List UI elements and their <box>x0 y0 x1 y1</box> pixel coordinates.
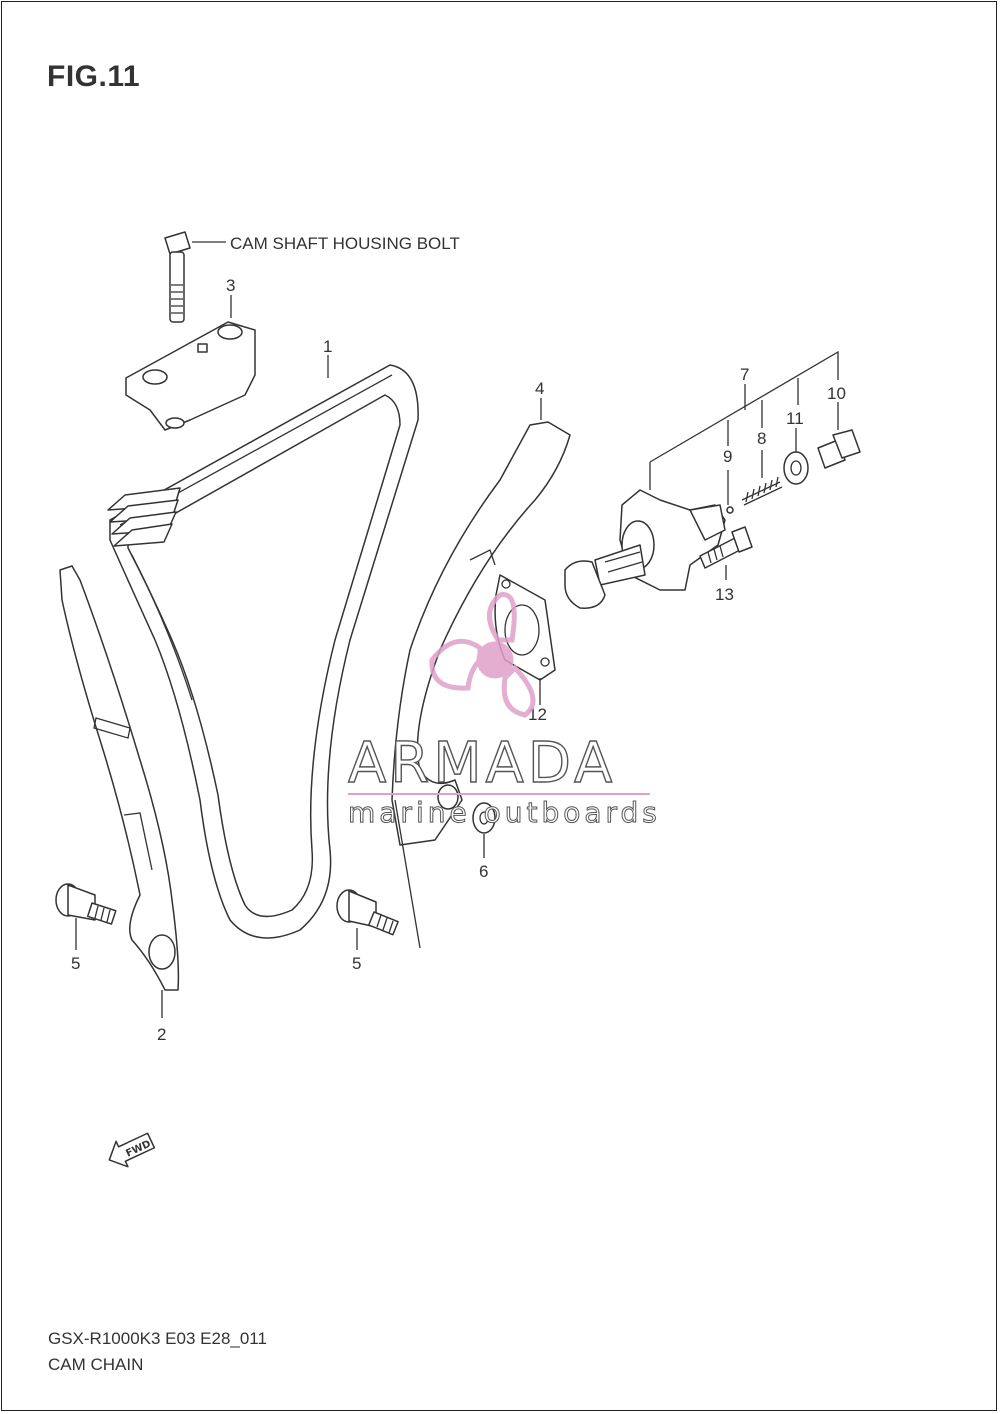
fwd-arrow-icon: FWD <box>108 1132 156 1168</box>
callout-part-13: 13 <box>715 585 734 604</box>
callout-part-9: 9 <box>723 447 732 466</box>
leader-lines <box>75 241 839 1018</box>
footer-figure-name: CAM CHAIN <box>48 1355 144 1374</box>
chain-link-stack <box>107 487 181 547</box>
washer-part-11 <box>783 451 809 485</box>
bolt-part-5-right <box>336 889 399 936</box>
callout-part-8: 8 <box>757 429 766 448</box>
callout-part-2: 2 <box>157 1025 166 1044</box>
cam-chain <box>107 364 419 939</box>
callout-part-11: 11 <box>786 409 804 428</box>
cam-shaft-housing-bolt <box>164 231 191 323</box>
watermark-brand: ARMADA <box>348 731 616 796</box>
cam-chain-guide-no2 <box>59 565 180 991</box>
figure-title: FIG.11 <box>47 60 141 93</box>
ball-part-9 <box>726 506 734 514</box>
cam-chain-tensioner-guide <box>391 421 571 949</box>
cam-chain-guide-no3 <box>125 321 256 431</box>
watermark: ARMADA marine outboards <box>347 592 661 830</box>
cam-chain-tensioner-assy <box>564 489 726 609</box>
callout-part-1: 1 <box>323 337 332 356</box>
callout-cam-shaft-housing-bolt: CAM SHAFT HOUSING BOLT <box>230 234 460 253</box>
washer-part-6 <box>472 802 496 834</box>
watermark-tagline: marine outboards <box>348 796 661 829</box>
callout-part-4: 4 <box>535 379 544 398</box>
callout-part-3: 3 <box>226 276 235 295</box>
footer-model-code: GSX-R1000K3 E03 E28_011 <box>48 1329 267 1348</box>
spring-part-8 <box>741 476 783 506</box>
callout-part-7: 7 <box>740 365 749 384</box>
cap-bolt-part-10 <box>817 429 861 469</box>
bolt-part-5-left <box>55 883 117 925</box>
bolt-part-13 <box>699 526 753 569</box>
callout-part-5-left: 5 <box>71 954 80 973</box>
propeller-logo-icon <box>429 592 536 718</box>
callout-part-10: 10 <box>827 384 846 403</box>
callout-part-6: 6 <box>479 862 488 881</box>
callout-part-5-right: 5 <box>352 954 361 973</box>
